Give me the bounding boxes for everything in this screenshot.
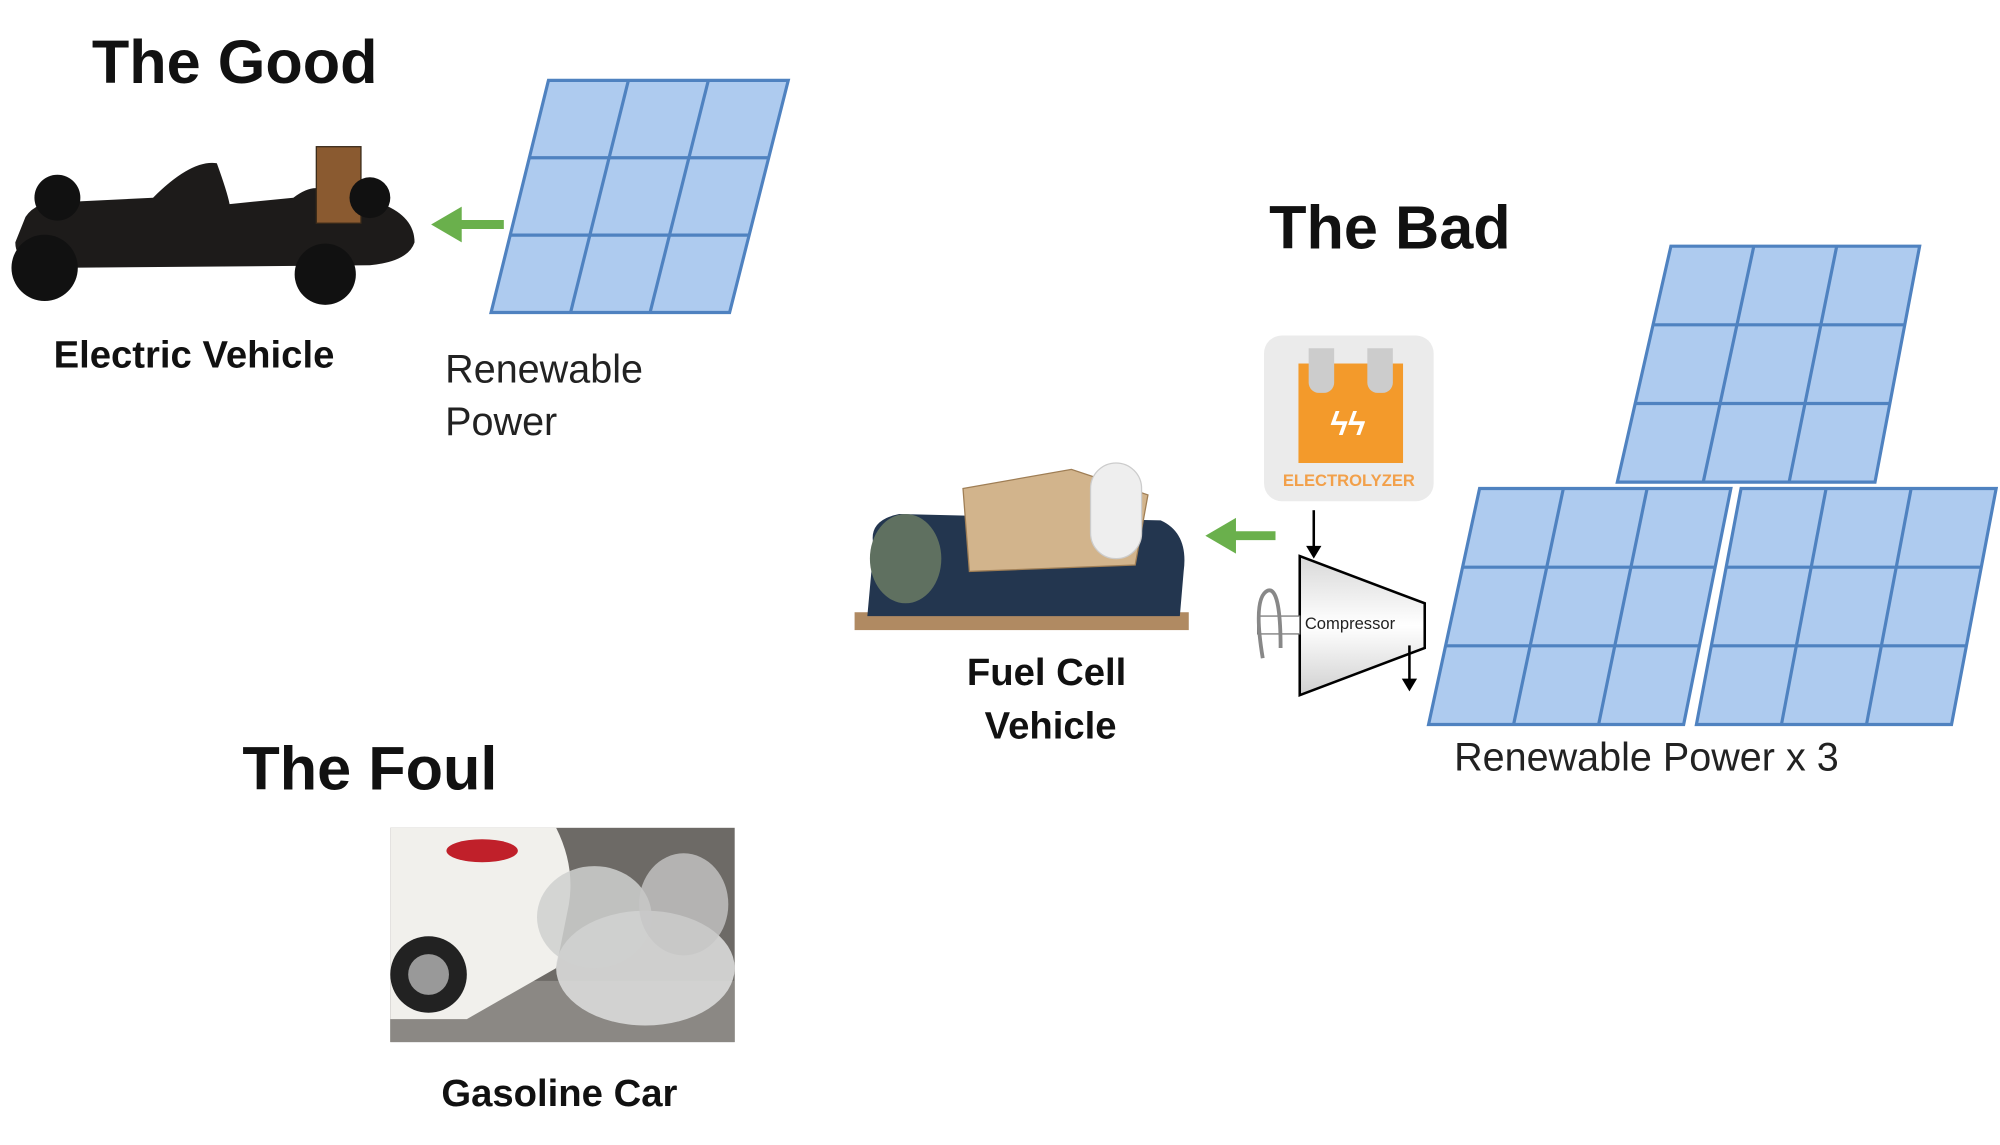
electrolyzer-tank: ϟϟ bbox=[1298, 348, 1404, 464]
panel-grid-line bbox=[1864, 488, 1913, 725]
solar-panel-bad-left bbox=[1426, 486, 1733, 727]
bad-heading: The Bad bbox=[1269, 195, 1511, 263]
gasoline-car-image bbox=[390, 827, 735, 1043]
lightning-icon: ϟϟ bbox=[1330, 404, 1366, 443]
gasoline-car-label: Gasoline Car bbox=[441, 1072, 678, 1115]
electrolyzer-icon: ϟϟ ELECTROLYZER bbox=[1264, 335, 1434, 502]
good-heading: The Good bbox=[91, 29, 378, 97]
electrolyzer-label: ELECTROLYZER bbox=[1282, 470, 1415, 490]
foul-heading: The Foul bbox=[242, 735, 498, 804]
solar-panel-bad-right bbox=[1694, 486, 1999, 727]
solar-panel-bad-top bbox=[1615, 244, 1922, 484]
panel-grid-line bbox=[648, 79, 710, 313]
compressor-label: Compressor bbox=[1304, 613, 1396, 633]
fuel-cell-vehicle-label-2: Vehicle bbox=[984, 705, 1117, 748]
arrow-left-icon bbox=[1205, 517, 1276, 554]
renewable-power-x3-label: Renewable Power x 3 bbox=[1454, 734, 1839, 780]
fuel-cell-vehicle-image bbox=[854, 462, 1189, 631]
panel-grid-line bbox=[1779, 488, 1828, 725]
fuel-cell-vehicle-label-1: Fuel Cell bbox=[966, 651, 1127, 694]
renewable-power-label-2: Power bbox=[445, 399, 558, 444]
electric-vehicle-image bbox=[11, 146, 415, 305]
panel-grid-line bbox=[1512, 488, 1565, 725]
panel-grid-line bbox=[1597, 488, 1649, 725]
panel-grid-line bbox=[569, 79, 630, 313]
arrow-left-icon bbox=[431, 206, 504, 243]
renewable-power-label-1: Renewable bbox=[445, 346, 643, 392]
panel-grid-line bbox=[1787, 245, 1839, 483]
solar-panel-good bbox=[489, 78, 791, 315]
electric-vehicle-label: Electric Vehicle bbox=[53, 334, 335, 377]
panel-grid-line bbox=[1701, 245, 1756, 483]
compressor-diagram bbox=[1256, 510, 1427, 697]
